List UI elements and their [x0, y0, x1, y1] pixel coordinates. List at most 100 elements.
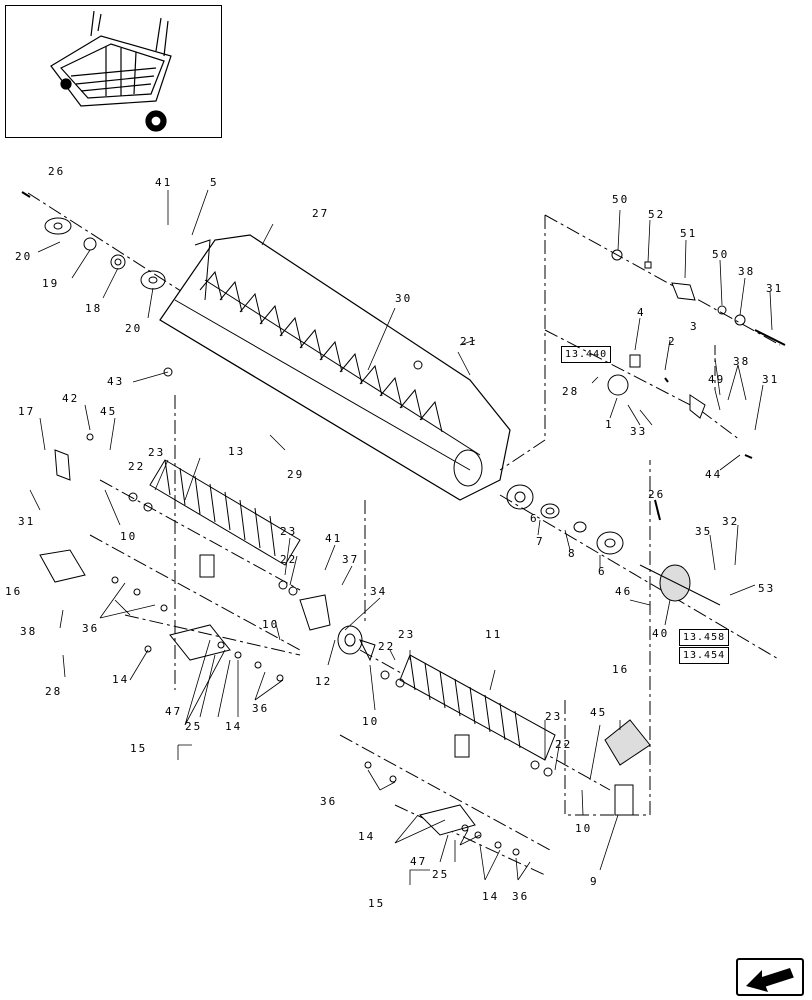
callout-36a[interactable]: 36: [82, 622, 99, 635]
callout-8[interactable]: 8: [568, 547, 577, 560]
callout-52[interactable]: 52: [648, 208, 665, 221]
callout-14a[interactable]: 14: [112, 673, 129, 686]
callout-36b[interactable]: 36: [252, 702, 269, 715]
callout-23d[interactable]: 23: [545, 710, 562, 723]
callout-17[interactable]: 17: [18, 405, 35, 418]
callout-9[interactable]: 9: [590, 875, 599, 888]
callout-22b[interactable]: 22: [280, 553, 297, 566]
right-shaft-parts: [506, 484, 721, 606]
callout-labels: 26 41 5 27 20 19 18 20 30 21 43 42 45 17…: [5, 165, 783, 910]
callout-36c[interactable]: 36: [320, 795, 337, 808]
callout-20a[interactable]: 20: [15, 250, 32, 263]
callout-38b[interactable]: 38: [738, 265, 755, 278]
callout-41b[interactable]: 41: [325, 532, 342, 545]
callout-16a[interactable]: 16: [5, 585, 22, 598]
callout-31a[interactable]: 31: [18, 515, 35, 528]
callout-28b[interactable]: 28: [562, 385, 579, 398]
callout-44[interactable]: 44: [705, 468, 722, 481]
main-housing: [159, 234, 511, 501]
callout-22a[interactable]: 22: [128, 460, 145, 473]
callout-28a[interactable]: 28: [45, 685, 62, 698]
thumbnail-overview: [5, 5, 222, 138]
callout-43[interactable]: 43: [107, 375, 124, 388]
callout-38c[interactable]: 38: [733, 355, 750, 368]
callout-23b[interactable]: 23: [280, 525, 297, 538]
callout-14c[interactable]: 14: [358, 830, 375, 843]
callout-50b[interactable]: 50: [712, 248, 729, 261]
nav-arrow-button[interactable]: [736, 958, 804, 996]
callout-10b[interactable]: 10: [262, 618, 279, 631]
callout-19[interactable]: 19: [42, 277, 59, 290]
callout-45b[interactable]: 45: [590, 706, 607, 719]
callout-1[interactable]: 1: [605, 418, 614, 431]
callout-6b[interactable]: 6: [598, 565, 607, 578]
housing-bearing-seat: [453, 449, 483, 487]
callout-35[interactable]: 35: [695, 525, 712, 538]
callout-26b[interactable]: 26: [648, 488, 665, 501]
machine-thumbnail: [50, 10, 172, 132]
callout-36d[interactable]: 36: [512, 890, 529, 903]
callout-47a[interactable]: 47: [165, 705, 182, 718]
callout-47b[interactable]: 47: [410, 855, 427, 868]
callout-51[interactable]: 51: [680, 227, 697, 240]
housing-arm-left: [194, 239, 211, 301]
callout-21[interactable]: 21: [460, 335, 477, 348]
callout-10c[interactable]: 10: [362, 715, 379, 728]
callout-25a[interactable]: 25: [185, 720, 202, 733]
callout-4[interactable]: 4: [637, 306, 646, 319]
callout-16b[interactable]: 16: [612, 663, 629, 676]
callout-6a[interactable]: 6: [530, 512, 539, 525]
callout-22c[interactable]: 22: [378, 640, 395, 653]
callout-15a[interactable]: 15: [130, 742, 147, 755]
callout-20b[interactable]: 20: [125, 322, 142, 335]
callout-37[interactable]: 37: [342, 553, 359, 566]
callout-10d[interactable]: 10: [575, 822, 592, 835]
callout-15b[interactable]: 15: [368, 897, 385, 910]
upper-right-bracket-group: [499, 214, 786, 471]
callout-38a[interactable]: 38: [20, 625, 37, 638]
left-shaft-parts: [21, 191, 166, 290]
callout-49[interactable]: 49: [708, 373, 725, 386]
callout-23c[interactable]: 23: [398, 628, 415, 641]
left-rotor-13: [39, 395, 366, 690]
callout-14d[interactable]: 14: [482, 890, 499, 903]
callout-45a[interactable]: 45: [100, 405, 117, 418]
callout-27[interactable]: 27: [312, 207, 329, 220]
callout-53[interactable]: 53: [758, 582, 775, 595]
leader-lines: [29, 189, 773, 885]
callout-12[interactable]: 12: [315, 675, 332, 688]
callout-23a[interactable]: 23: [148, 446, 165, 459]
arrow-down-left-icon: [746, 968, 795, 992]
callout-10a[interactable]: 10: [120, 530, 137, 543]
callout-7[interactable]: 7: [536, 535, 545, 548]
callout-13[interactable]: 13: [228, 445, 245, 458]
callout-33[interactable]: 33: [630, 425, 647, 438]
callout-41a[interactable]: 41: [155, 176, 172, 189]
callout-50a[interactable]: 50: [612, 193, 629, 206]
ref-box-13440[interactable]: 13.440: [561, 346, 612, 363]
callout-3[interactable]: 3: [690, 320, 699, 333]
callout-2[interactable]: 2: [668, 335, 677, 348]
callout-32[interactable]: 32: [722, 515, 739, 528]
callout-14b[interactable]: 14: [225, 720, 242, 733]
callout-40[interactable]: 40: [652, 627, 669, 640]
right-rotor-11: [339, 460, 651, 876]
callout-22d[interactable]: 22: [555, 738, 572, 751]
callout-30[interactable]: 30: [395, 292, 412, 305]
callout-31c[interactable]: 31: [762, 373, 779, 386]
callout-5[interactable]: 5: [210, 176, 219, 189]
callout-46[interactable]: 46: [615, 585, 632, 598]
callout-25b[interactable]: 25: [432, 868, 449, 881]
callout-34[interactable]: 34: [370, 585, 387, 598]
small-hardware: [86, 360, 553, 856]
ref-box-13458[interactable]: 13.458: [679, 629, 730, 646]
callout-29[interactable]: 29: [287, 468, 304, 481]
callout-26a[interactable]: 26: [48, 165, 65, 178]
callout-11[interactable]: 11: [485, 628, 502, 641]
callout-18[interactable]: 18: [85, 302, 102, 315]
housing-teeth: [199, 270, 443, 433]
ref-box-13454[interactable]: 13.454: [679, 647, 730, 664]
callout-42[interactable]: 42: [62, 392, 79, 405]
callout-31b[interactable]: 31: [766, 282, 783, 295]
